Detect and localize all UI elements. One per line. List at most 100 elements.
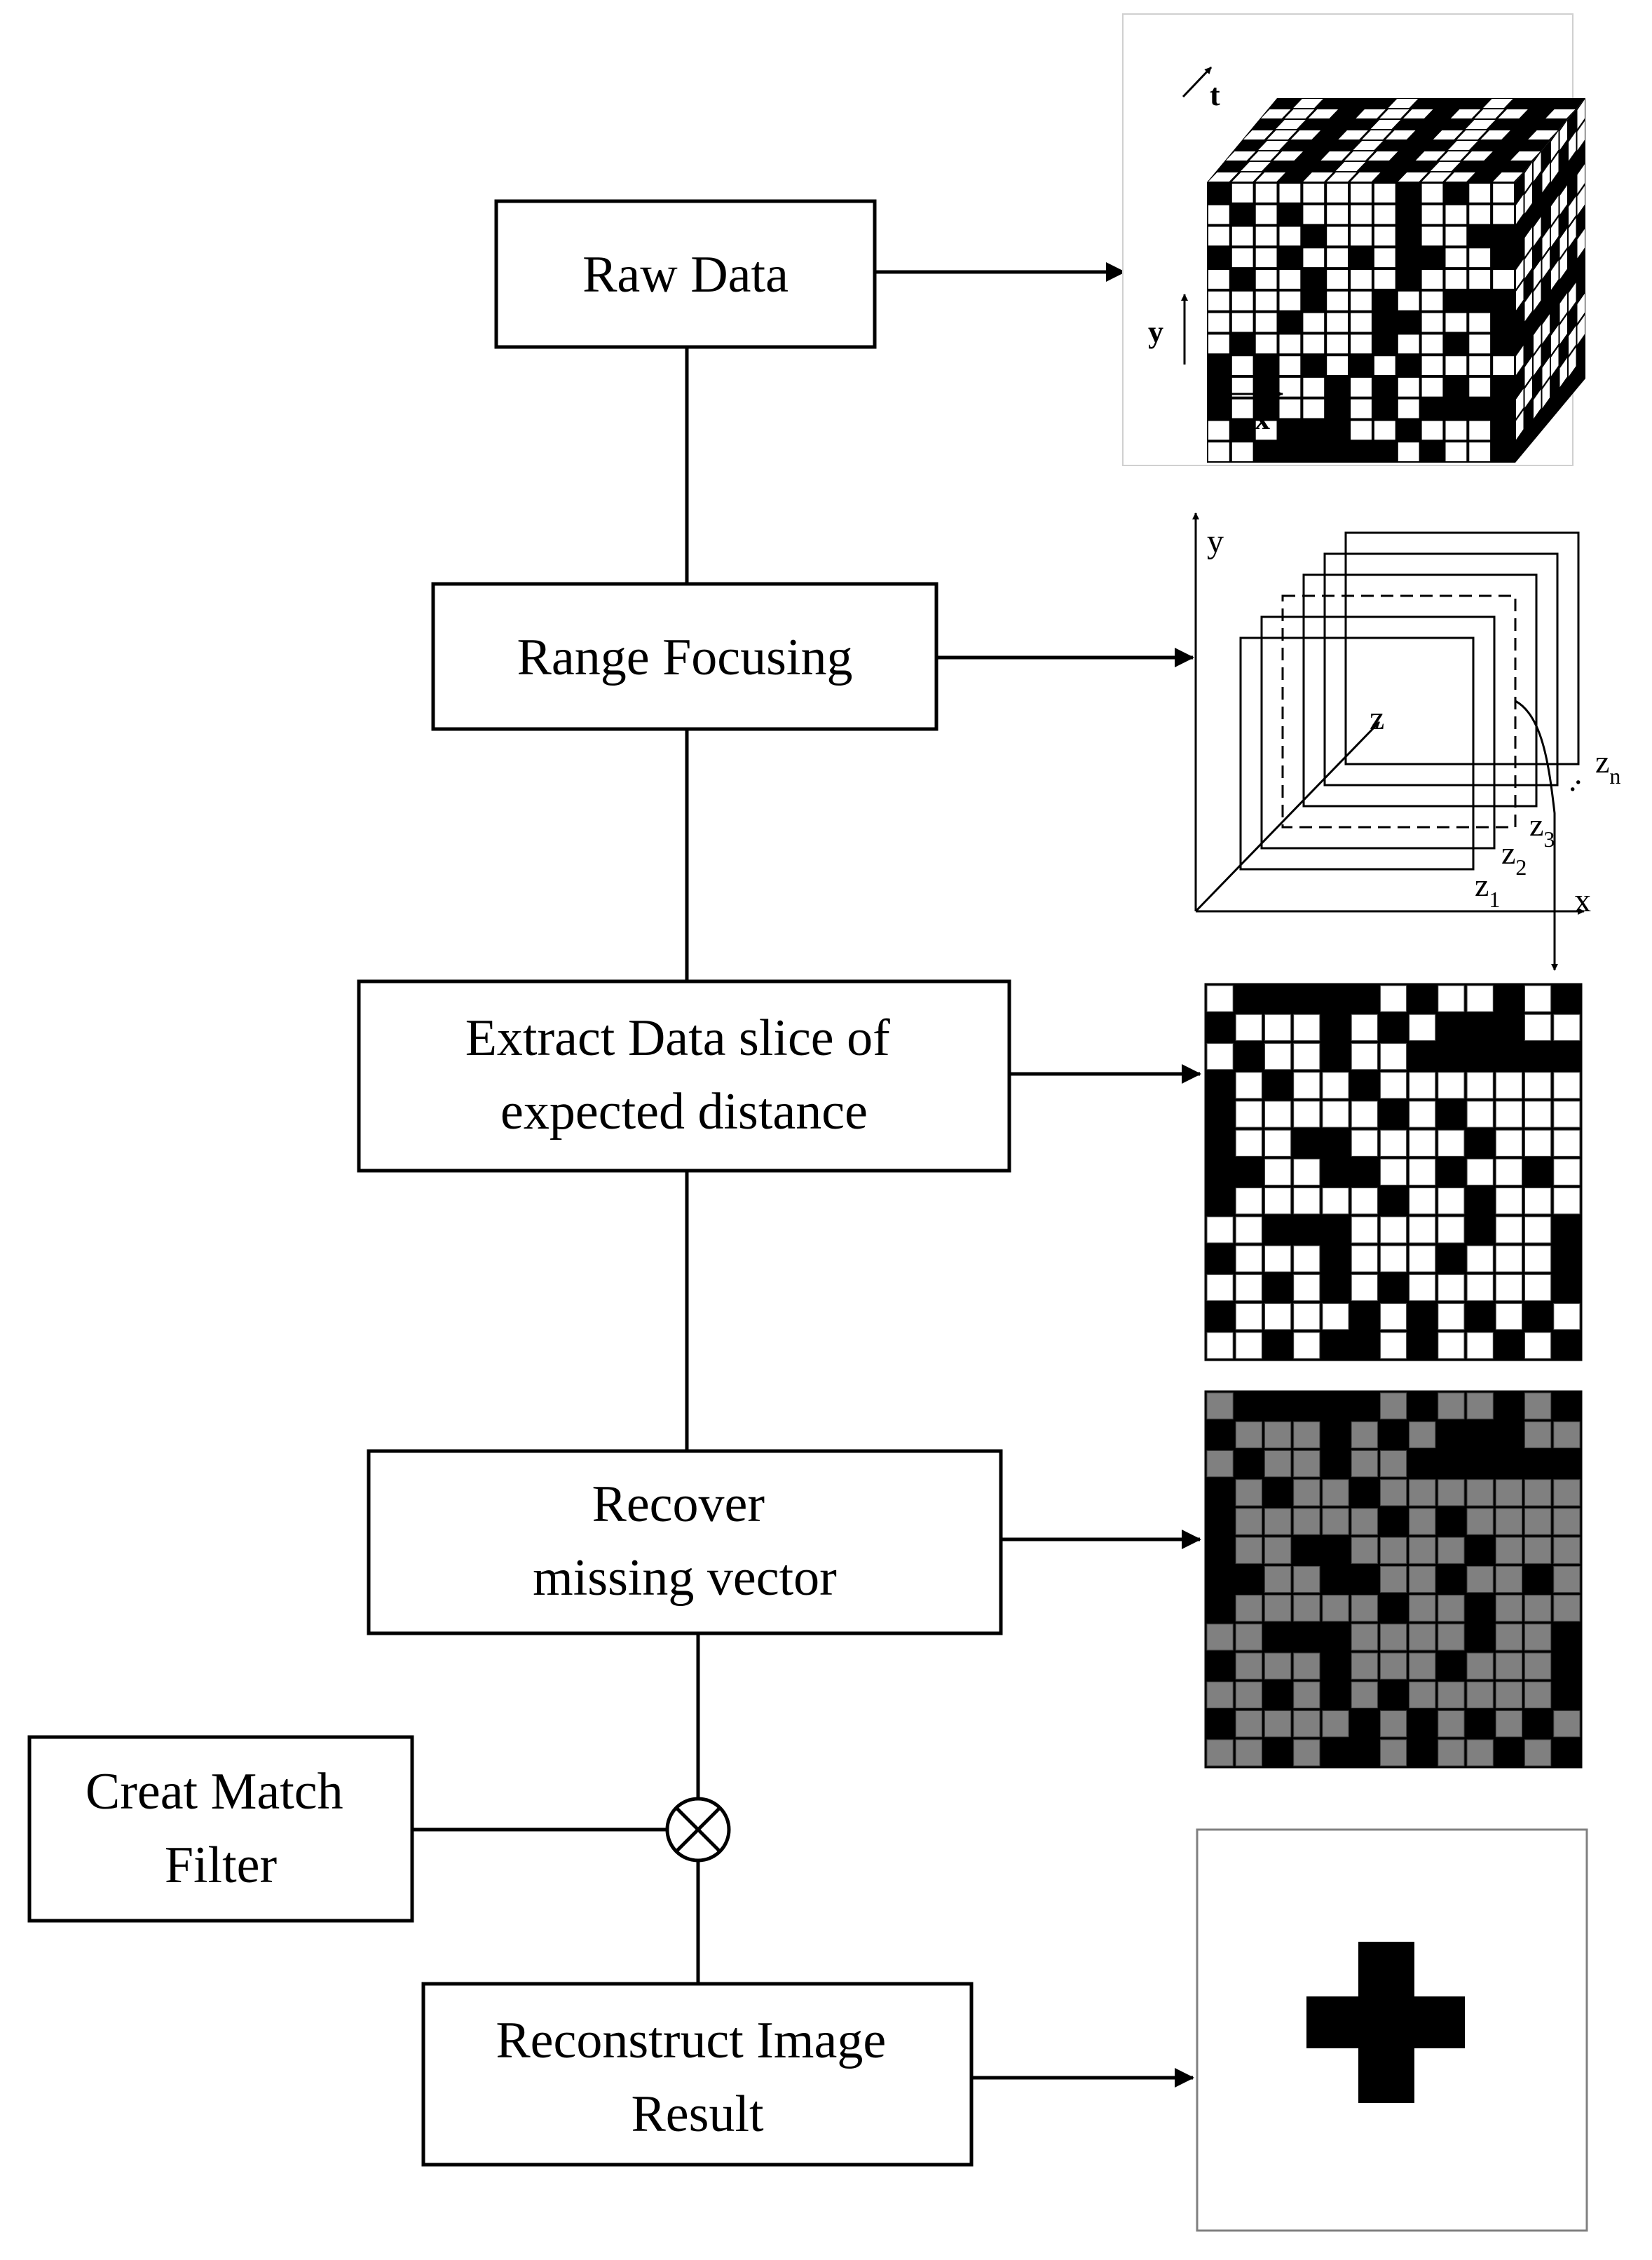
range-focusing-slices: y x z z1 z2 z3 zn . .	[1192, 512, 1620, 971]
result-image	[1196, 1828, 1588, 2232]
cube-side-cell	[1542, 249, 1550, 279]
recovered-cell	[1235, 1710, 1262, 1738]
slice-frame-6	[1344, 531, 1580, 765]
recovered-cell	[1379, 1537, 1407, 1564]
cube-front-cell	[1255, 334, 1277, 354]
cube-front-cell	[1445, 248, 1467, 268]
slice-cell	[1524, 985, 1552, 1012]
slice-cell	[1235, 1072, 1262, 1099]
recovered-cell	[1235, 1508, 1262, 1535]
cube-side-cell	[1577, 164, 1585, 194]
recovered-cell	[1293, 1450, 1320, 1478]
recovered-cell	[1293, 1710, 1320, 1738]
focus-x-axis-label: x	[1574, 882, 1591, 919]
cube-top-cell	[1208, 172, 1238, 182]
cube-top-cell	[1351, 172, 1381, 182]
slice-cell	[1524, 1245, 1552, 1272]
recovered-cell	[1438, 1710, 1465, 1738]
slice-cell	[1235, 1274, 1262, 1302]
recovered-cell	[1409, 1479, 1436, 1506]
cube-side-cell	[1516, 410, 1524, 440]
slice-cell	[1235, 1014, 1262, 1041]
cube-front-cell	[1279, 184, 1301, 203]
cube-x-axis-label: x	[1255, 402, 1270, 436]
range-focusing-label: Range Focusing	[517, 629, 853, 686]
cube-top-cell	[1379, 109, 1409, 118]
recovered-cell	[1466, 1565, 1494, 1593]
slice-label-z1: z1	[1475, 867, 1500, 912]
slice-cell	[1206, 985, 1234, 1012]
slice-cell	[1438, 1072, 1465, 1099]
cube-front-cell	[1279, 334, 1301, 354]
slice-cell	[1553, 1072, 1581, 1099]
recovered-cell	[1553, 1479, 1581, 1506]
recovered-cell	[1409, 1508, 1436, 1535]
recovered-cell	[1553, 1421, 1581, 1448]
focus-z-axis-label: z	[1370, 700, 1384, 737]
slice-cell	[1553, 1303, 1581, 1330]
slice-cell	[1495, 1216, 1523, 1244]
cube-front-cell	[1279, 291, 1301, 311]
cube-side-cell	[1577, 315, 1585, 345]
cube-front-cell	[1279, 270, 1301, 289]
recovered-cell	[1524, 1623, 1552, 1651]
cube-top-cell	[1388, 99, 1419, 108]
slice-label-z3: z3	[1529, 807, 1555, 852]
recovered-cell	[1322, 1710, 1349, 1738]
cube-front-cell	[1421, 356, 1443, 375]
recovered-cell	[1524, 1595, 1552, 1622]
cube-top-cell	[1249, 151, 1280, 161]
cube-front-cell	[1208, 270, 1229, 289]
slice-cell	[1553, 1158, 1581, 1186]
cube-top-cell	[1226, 151, 1256, 161]
cube-front-cell	[1303, 205, 1325, 224]
recovered-cell	[1379, 1652, 1407, 1680]
recovered-cell	[1379, 1450, 1407, 1478]
slice-cell	[1293, 1072, 1320, 1099]
slice-cell	[1293, 1014, 1320, 1041]
slice-cell	[1466, 1101, 1494, 1128]
cube-side-cell	[1516, 346, 1524, 375]
slice-cell	[1524, 1274, 1552, 1302]
slice-cell	[1379, 1158, 1407, 1186]
slice-cell	[1524, 1187, 1552, 1215]
recovered-slice-grid	[1204, 1390, 1583, 1769]
cube-front-cell	[1445, 313, 1467, 332]
slice-cell	[1409, 1014, 1436, 1041]
slice-cell	[1495, 1187, 1523, 1215]
cube-top-cell	[1463, 151, 1493, 161]
cube-top-cell	[1483, 99, 1513, 108]
slice-cell	[1524, 1014, 1552, 1041]
cube-front-cell	[1398, 377, 1419, 397]
cube-front-cell	[1469, 421, 1491, 440]
cube-front-cell	[1255, 184, 1277, 203]
slice-cell	[1351, 1216, 1378, 1244]
slice-frame-2	[1260, 615, 1496, 850]
slice-cell	[1379, 1332, 1407, 1359]
slice-cell	[1495, 1158, 1523, 1186]
slice-cell	[1264, 1129, 1292, 1157]
recovered-cell	[1524, 1392, 1552, 1420]
cube-top-cell	[1293, 99, 1323, 108]
cube-top-cell	[1450, 109, 1481, 118]
cube-front-cell	[1493, 184, 1514, 203]
cube-top-cell	[1456, 130, 1487, 139]
cube-top-cell	[1474, 109, 1504, 118]
recovered-cell	[1553, 1537, 1581, 1564]
cube-front-cell	[1208, 442, 1229, 461]
recovered-cell	[1235, 1681, 1262, 1709]
cube-front-cell	[1351, 226, 1372, 246]
slice-cell	[1495, 1129, 1523, 1157]
recovered-cell	[1351, 1450, 1378, 1478]
slice-border	[1204, 983, 1583, 1361]
cube-front-cell	[1398, 291, 1419, 311]
cube-top-cell	[1327, 172, 1357, 182]
cube-side-cell	[1559, 121, 1567, 150]
recovered-cell	[1466, 1392, 1494, 1420]
range-focusing-box	[431, 582, 938, 731]
cube-front-cell	[1398, 442, 1419, 461]
cube-front-cell	[1327, 205, 1348, 224]
slice-cell	[1495, 1072, 1523, 1099]
cube-side-cell	[1559, 250, 1567, 280]
cube-front-cell	[1208, 226, 1229, 246]
